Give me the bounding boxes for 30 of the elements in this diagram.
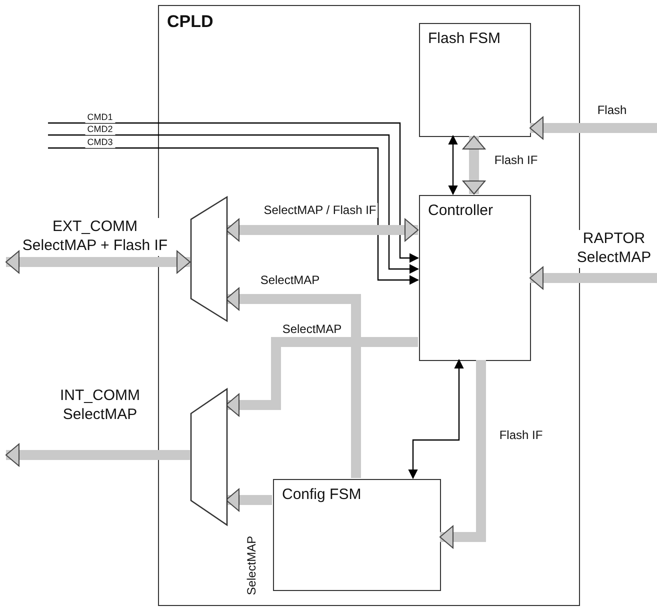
bus-arrow bbox=[226, 288, 361, 478]
block-box bbox=[419, 23, 531, 137]
signal-arrow bbox=[408, 360, 464, 478]
edge-label: CMD2 bbox=[85, 124, 115, 136]
block-label: Controller bbox=[428, 202, 494, 219]
edge-label: CMD1 bbox=[85, 112, 115, 124]
block-label: Config FSM bbox=[282, 486, 362, 503]
bus-arrow bbox=[6, 250, 190, 274]
signal-arrow bbox=[48, 122, 418, 262]
edge-label: RAPTOR SelectMAP bbox=[574, 230, 654, 268]
block-box bbox=[419, 195, 531, 361]
bus-arrow bbox=[530, 116, 657, 140]
block-box bbox=[273, 479, 441, 591]
bus-arrow bbox=[226, 488, 272, 512]
signal-arrow bbox=[48, 134, 418, 274]
signal-arrow bbox=[48, 147, 418, 284]
edge-label: SelectMAP / Flash IF bbox=[262, 203, 378, 218]
bus-arrow bbox=[6, 444, 190, 466]
bus-arrow bbox=[226, 218, 418, 242]
bus-arrow bbox=[226, 337, 418, 416]
bus-arrow bbox=[440, 360, 486, 548]
edge-label: EXT_COMM SelectMAP + Flash IF bbox=[20, 218, 170, 256]
block-title: CPLD bbox=[167, 12, 214, 32]
block-label: Flash FSM bbox=[428, 30, 501, 47]
bus-arrow bbox=[530, 266, 657, 290]
signal-arrow bbox=[448, 136, 458, 194]
multiplexer-trapezoid bbox=[191, 389, 227, 525]
edge-label: CMD3 bbox=[85, 137, 115, 148]
multiplexer-trapezoid bbox=[191, 197, 227, 321]
bus-arrow bbox=[462, 136, 486, 194]
